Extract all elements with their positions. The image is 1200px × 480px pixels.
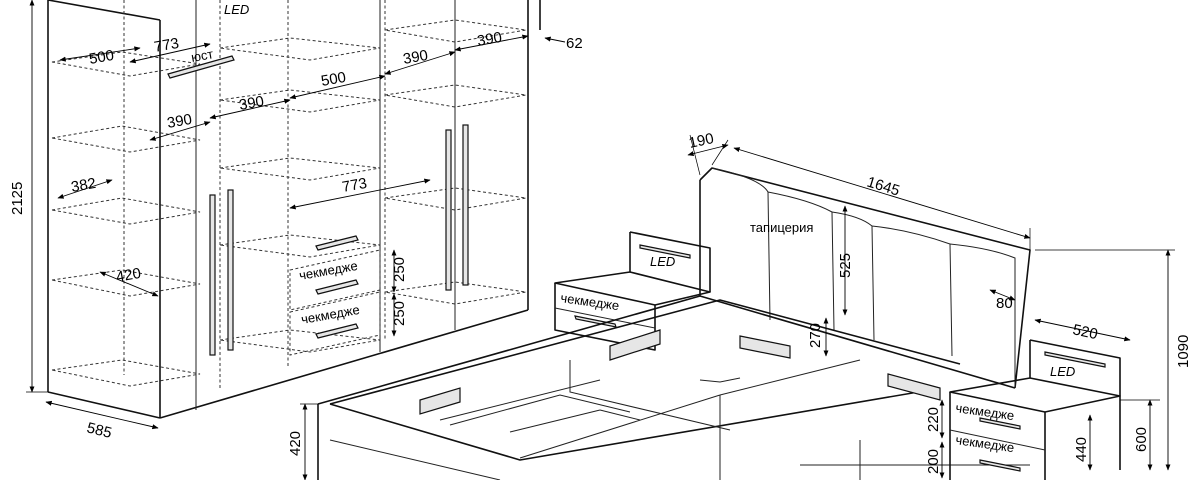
rail-label: юст xyxy=(190,46,215,65)
drawer-200-label: 200 xyxy=(925,449,942,474)
drawer-height-1-label: 250 xyxy=(391,257,408,282)
bed: LED чекмедже тапицерия xyxy=(287,130,1192,480)
drawer-220-label: 220 xyxy=(925,407,942,432)
wardrobe: 2125 585 500 773 юст LED 390 390 500 390… xyxy=(9,0,583,442)
shelf-420-label: 420 xyxy=(115,265,143,286)
frame-270-label: 270 xyxy=(807,323,824,348)
side-62-label: 62 xyxy=(566,35,583,52)
bed-height-label: 420 xyxy=(287,431,304,456)
bed-width-label: 1645 xyxy=(865,174,902,200)
overall-height-label: 1090 xyxy=(1175,335,1192,368)
section-390-c-label: 390 xyxy=(402,47,430,68)
wardrobe-top-depth-label: 500 xyxy=(88,47,116,68)
wardrobe-led-label: LED xyxy=(224,2,249,17)
right-nightstand: LED чекмедже чекмедже xyxy=(949,339,1121,480)
nightstand-height-label: 600 xyxy=(1133,427,1150,452)
upholstery-label: тапицерия xyxy=(750,220,813,235)
cushion-80-label: 80 xyxy=(996,295,1013,312)
section-390-d-label: 390 xyxy=(476,29,504,50)
headboard-depth-label: 190 xyxy=(687,130,715,152)
wardrobe-inner-width-label: 773 xyxy=(153,35,181,56)
left-nightstand-drawer-label: чекмедже xyxy=(560,290,621,313)
left-led-label: LED xyxy=(650,254,675,269)
inner-773-label: 773 xyxy=(341,175,369,196)
nightstand-440-label: 440 xyxy=(1073,437,1090,462)
middle-shelf-label: 500 xyxy=(320,69,348,90)
cushion-height-label: 525 xyxy=(837,253,854,278)
section-390-b-label: 390 xyxy=(238,93,266,114)
right-led-label: LED xyxy=(1050,364,1075,379)
nightstand-width-label: 520 xyxy=(1071,321,1099,343)
shelf-382-label: 382 xyxy=(70,175,98,196)
wardrobe-depth-label: 585 xyxy=(85,419,113,442)
wardrobe-height-label: 2125 xyxy=(9,182,26,215)
bed-frame xyxy=(317,295,1030,480)
right-drawer-2-label: чекмедже xyxy=(955,432,1016,455)
left-nightstand: LED чекмедже xyxy=(554,231,711,351)
headboard: тапицерия xyxy=(699,167,1031,389)
drawer-height-2-label: 250 xyxy=(391,301,408,326)
section-390-a-label: 390 xyxy=(166,111,194,132)
